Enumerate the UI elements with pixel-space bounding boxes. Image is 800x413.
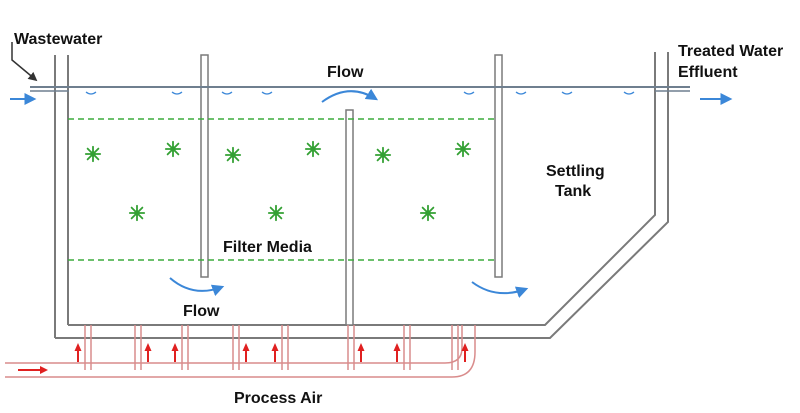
tank-label: Tank	[555, 183, 591, 200]
air-risers	[18, 325, 469, 374]
flow-arrow-under-right-baffle	[471, 281, 529, 298]
air-riser	[451, 325, 469, 370]
water-surface	[30, 86, 690, 95]
air-riser	[134, 325, 152, 370]
process-air-label: Process Air	[234, 390, 322, 407]
air-flow-arrow	[393, 343, 401, 362]
air-riser	[347, 325, 365, 370]
treated-water-label: Treated Water	[678, 43, 783, 60]
flow-bottom-label: Flow	[183, 303, 220, 320]
flow-top-label: Flow	[327, 64, 364, 81]
air-flow-arrow	[271, 343, 279, 362]
flow-arrow-over-baffle	[321, 88, 379, 103]
media-boundaries	[68, 118, 497, 261]
air-flow-arrow	[242, 343, 250, 362]
air-riser	[271, 325, 289, 370]
baffle-center	[345, 109, 354, 326]
flow-arrows	[10, 88, 733, 298]
air-flow-arrow	[144, 343, 152, 362]
air-flow-arrow	[171, 343, 179, 362]
settling-label: Settling	[546, 163, 605, 180]
air-flow-arrow	[357, 343, 365, 362]
media-particles	[84, 140, 472, 222]
wastewater-pointer-arrow	[11, 42, 38, 82]
air-flow-arrow	[74, 343, 82, 362]
air-riser	[393, 325, 411, 370]
tank-walls	[54, 52, 669, 339]
filter-media-label: Filter Media	[223, 239, 312, 256]
air-flow-arrow	[461, 343, 469, 362]
air-riser	[74, 325, 92, 370]
baffle-left	[200, 54, 209, 278]
air-inlet-arrow	[18, 366, 48, 374]
air-riser	[171, 325, 189, 370]
effluent-label: Effluent	[678, 64, 738, 81]
flow-arrow-under-left-baffle	[169, 277, 225, 297]
air-riser	[232, 325, 250, 370]
baffle-right	[494, 54, 503, 278]
wastewater-label: Wastewater	[14, 31, 102, 48]
